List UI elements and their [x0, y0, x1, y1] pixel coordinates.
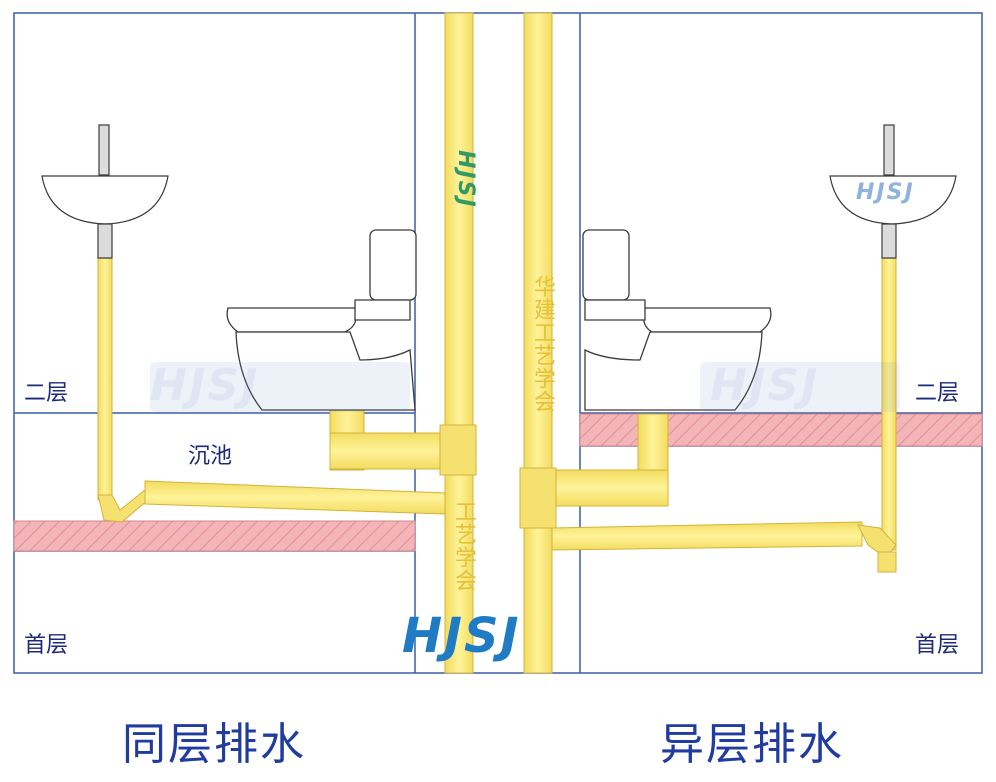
right-lower-floor-label: 首层 [915, 633, 960, 658]
watermark-left-logo: HJSJ [150, 360, 260, 411]
left-lower-floor-label: 首层 [24, 633, 69, 658]
watermark-right [700, 362, 900, 412]
watermark-right-logo: HJSJ [710, 360, 820, 411]
left-caption: 同层排水 [122, 719, 306, 770]
right-stack-pipe [523, 12, 553, 674]
right-upper-floor-label: 二层 [915, 381, 960, 406]
right-sink-icon [829, 124, 957, 259]
right-caption: 异层排水 [660, 719, 844, 770]
watermark-left [150, 362, 410, 412]
sunken-pit-label: 沉池 [188, 444, 233, 469]
basin-logo: HJSJ [856, 180, 915, 205]
main-logo: HJSJ [402, 608, 521, 664]
left-upper-floor-label: 二层 [24, 381, 69, 406]
left-sink-icon [41, 124, 169, 259]
right-drain-pipes [519, 254, 897, 573]
frame-lines [13, 12, 983, 674]
right-stack-text: 华建工艺学会 [530, 275, 555, 413]
left-stack-text: 工艺学会 [451, 500, 476, 592]
right-toilet-icon [582, 229, 772, 411]
left-toilet-icon [226, 229, 417, 411]
stack-logo: HJSJ [453, 150, 478, 209]
left-floor-slab [13, 520, 416, 552]
left-drain-pipes [97, 254, 477, 523]
left-stack-pipe [444, 12, 474, 674]
